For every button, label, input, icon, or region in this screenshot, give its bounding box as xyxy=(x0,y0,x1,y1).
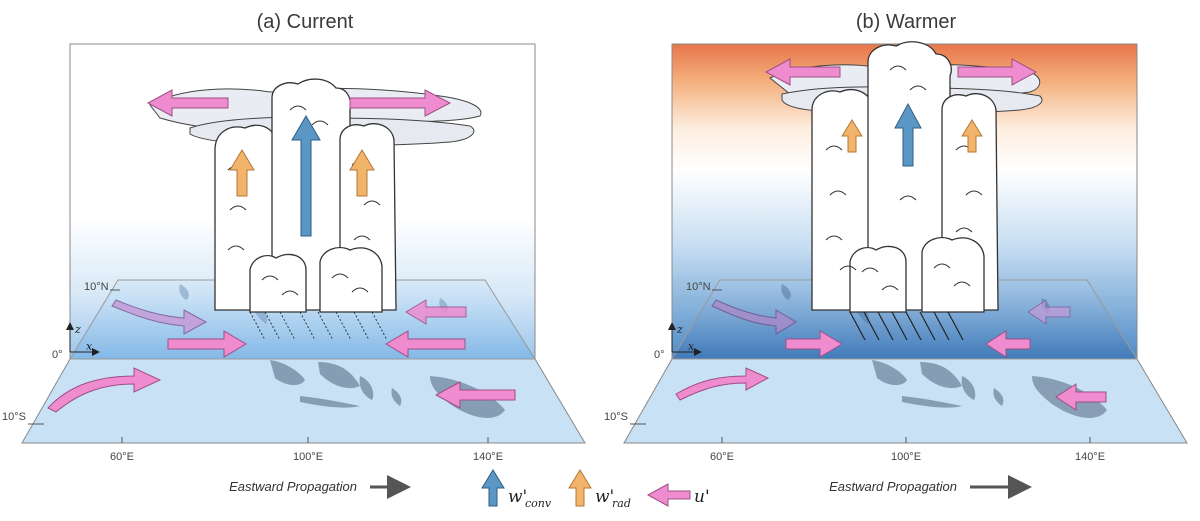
lon-label-100e: 100°E xyxy=(293,451,323,463)
updraft-rad-arrow-left xyxy=(841,119,863,153)
legend-sub-rad: rad xyxy=(612,497,631,510)
legend-label-w-conv: w' xyxy=(508,487,527,507)
legend-label-u: u' xyxy=(694,487,710,507)
legend-sub-conv: conv xyxy=(525,497,552,510)
lon-label-140e: 140°E xyxy=(473,451,503,463)
x-axis-label: x xyxy=(688,340,695,353)
legend-arrow-w-conv xyxy=(481,469,505,507)
low-level-easterly-arrow xyxy=(985,330,1031,358)
z-axis-label: z xyxy=(74,323,81,336)
propagation-label: Eastward Propagation xyxy=(829,479,957,494)
upper-level-outflow-left-arrow xyxy=(764,58,841,86)
lower-easterly-arrow xyxy=(1055,383,1107,411)
legend-item-w-rad: w' rad xyxy=(568,469,631,510)
propagation-label: Eastward Propagation xyxy=(229,479,357,494)
panel-current: (a) Current xyxy=(2,11,586,499)
lon-label-100e: 100°E xyxy=(891,451,921,463)
convective-cloud-cluster xyxy=(769,41,1043,341)
upper-level-outflow-right-arrow xyxy=(957,58,1038,86)
z-axis-label: z xyxy=(676,323,683,336)
updraft-conv-arrow xyxy=(291,115,321,237)
upper-level-outflow-left-arrow xyxy=(146,89,229,117)
zx-axes: z x xyxy=(66,322,100,356)
panel-warmer: (b) Warmer xyxy=(604,11,1188,499)
curved-westerly-arrow xyxy=(47,367,162,413)
zx-axes: z x xyxy=(668,322,702,356)
panel-title: (b) Warmer xyxy=(856,11,957,33)
upper-level-outflow-right-arrow xyxy=(349,89,452,117)
lon-label-60e: 60°E xyxy=(110,451,134,463)
legend-label-w-rad: w' xyxy=(595,487,614,507)
lat-label-eq: 0° xyxy=(52,349,63,361)
lon-label-140e: 140°E xyxy=(1075,451,1105,463)
lat-label-10s: 10°S xyxy=(2,411,26,423)
curved-inflow-arrow xyxy=(111,299,208,335)
legend-item-w-conv: w' conv xyxy=(481,469,552,510)
panel-title: (a) Current xyxy=(257,11,354,33)
updraft-rad-arrow-right xyxy=(349,149,375,197)
updraft-rad-arrow-right xyxy=(961,119,983,153)
low-level-easterly-arrow xyxy=(385,330,466,358)
legend-arrow-u xyxy=(646,483,691,507)
curved-inflow-arrow xyxy=(711,299,797,335)
lat-label-eq: 0° xyxy=(654,349,665,361)
lon-label-60e: 60°E xyxy=(710,451,734,463)
legend-item-u: u' xyxy=(646,483,710,507)
legend-arrow-w-rad xyxy=(568,469,592,507)
updraft-rad-arrow-left xyxy=(229,149,255,197)
lat-label-10n: 10°N xyxy=(84,281,109,293)
curved-westerly-arrow xyxy=(675,367,770,401)
lower-easterly-arrow xyxy=(434,381,516,409)
legend: w' conv w' rad u' xyxy=(481,469,710,510)
upper-plane-easterly-arrow xyxy=(1027,299,1071,325)
lat-label-10s: 10°S xyxy=(604,411,628,423)
updraft-conv-arrow xyxy=(894,102,922,167)
upper-plane-easterly-arrow xyxy=(405,299,467,325)
low-level-westerly-arrow xyxy=(785,330,843,358)
x-axis-label: x xyxy=(86,340,93,353)
lat-label-10n: 10°N xyxy=(686,281,711,293)
low-level-westerly-arrow xyxy=(167,330,247,358)
